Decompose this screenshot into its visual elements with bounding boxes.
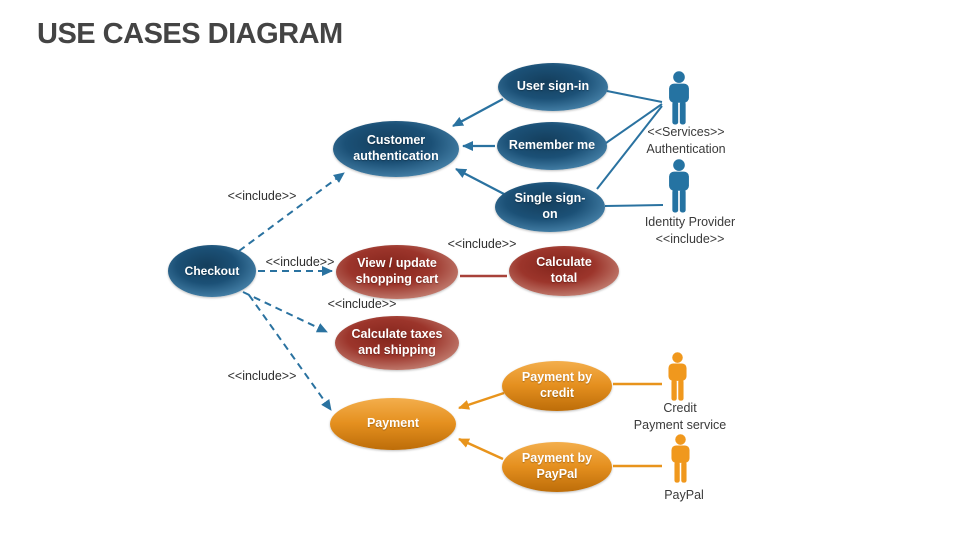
- usecase-payment-by-credit: Payment by credit: [502, 361, 612, 411]
- include-label-calculatetotal: <<include>>: [447, 237, 517, 251]
- usecase-customer-authentication: Customer authentication: [333, 121, 459, 177]
- actor-label-credit-payment-service: Credit Payment service: [610, 400, 750, 434]
- include-label-payment: <<include>>: [227, 369, 297, 383]
- arrow-paymentpaypal-payment: [458, 437, 504, 461]
- usecase-payment-by-credit-label: Payment by credit: [521, 370, 593, 400]
- usecase-view-update-cart: View / update shopping cart: [336, 245, 458, 299]
- usecase-calculate-taxes-label: Calculate taxes and shipping: [351, 327, 443, 357]
- line-singlesignon-authactor: [596, 105, 663, 190]
- dashed-checkout-taxes: [242, 291, 328, 333]
- usecase-payment-by-paypal-label: Payment by PayPal: [521, 451, 593, 481]
- usecase-calculate-taxes: Calculate taxes and shipping: [335, 316, 459, 370]
- usecase-remember-me: Remember me: [497, 122, 607, 170]
- usecase-single-signon-label: Single sign-on: [514, 191, 586, 221]
- actor-label-identity-provider: Identity Provider <<include>>: [620, 214, 760, 248]
- actor-label-line2: Payment service: [633, 417, 727, 432]
- actor-label-line1: PayPal: [664, 488, 704, 502]
- usecase-payment: Payment: [330, 398, 456, 450]
- usecase-single-signon: Single sign-on: [495, 182, 605, 232]
- dashed-checkout-customerauth: [238, 172, 345, 252]
- actor-label-line1: Identity Provider: [644, 215, 736, 229]
- actor-icon-services-authentication: [669, 71, 689, 125]
- usecase-user-signin: User sign-in: [498, 63, 608, 111]
- usecase-remember-me-label: Remember me: [508, 138, 596, 153]
- usecase-user-signin-label: User sign-in: [516, 79, 590, 94]
- line-usersignin-authactor: [606, 90, 663, 103]
- actor-label-line2: <<include>>: [655, 231, 725, 246]
- include-label-taxes: <<include>>: [327, 297, 397, 311]
- usecase-payment-by-paypal: Payment by PayPal: [502, 442, 612, 492]
- actor-label-line1: Credit: [663, 401, 697, 415]
- actor-label-paypal: PayPal: [614, 487, 754, 504]
- arrow-usersignin-customerauth: [452, 98, 504, 127]
- include-label-viewcart: <<include>>: [265, 255, 335, 269]
- usecase-calculate-total-label: Calculate total: [536, 255, 592, 285]
- line-singlesignon-identityactor: [604, 204, 664, 207]
- dashed-checkout-payment: [248, 294, 332, 411]
- actor-icon-paypal: [671, 434, 690, 483]
- usecase-calculate-total: Calculate total: [509, 246, 619, 296]
- arrow-paymentcredit-payment: [458, 391, 505, 410]
- usecase-payment-label: Payment: [366, 416, 420, 431]
- actor-label-services-authentication: <<Services>> Authentication: [616, 124, 756, 158]
- usecase-customer-authentication-label: Customer authentication: [353, 133, 439, 163]
- actor-label-line1: <<Services>>: [647, 125, 725, 139]
- arrow-singlesignon-customerauth: [455, 168, 505, 195]
- page-title: USE CASES DIAGRAM: [37, 18, 343, 50]
- usecase-checkout: Checkout: [168, 245, 256, 297]
- line-rememberme-authactor: [605, 103, 663, 144]
- actor-icon-identity-provider: [669, 159, 689, 213]
- usecase-view-update-cart-label: View / update shopping cart: [355, 256, 439, 286]
- actor-icon-credit-payment-service: [668, 352, 687, 401]
- include-label-customerauth: <<include>>: [227, 189, 297, 203]
- actor-label-line2: Authentication: [646, 141, 726, 156]
- usecase-checkout-label: Checkout: [184, 263, 240, 278]
